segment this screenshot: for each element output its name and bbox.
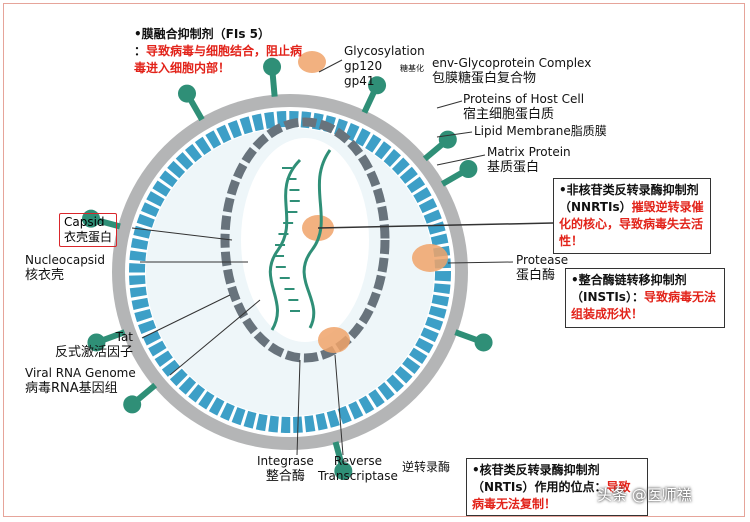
nrti-description: 导致病毒无法复制！ [472,480,631,511]
glycoprotein-spike-stalk [187,97,205,122]
viral-rna-label: Viral RNA Genome 病毒RNA基因组 [25,366,136,396]
capsid-interior [241,138,369,342]
insti-lead: •整合酶链转移抑制剂（INSTIs）： [571,273,687,304]
glycoprotein-spike-stalk [269,72,278,97]
gp120-label: gp120 [344,59,383,73]
glycoprotein-spike-stalk [361,89,378,114]
glycoprotein-spike-head [368,76,387,95]
nucleocapsid-label: Nucleocapsid 核衣壳 [25,253,106,283]
protease-label: Protease 蛋白酶 [516,253,569,283]
glycoprotein-spike-head [87,333,106,352]
nrti-box: •核苷类反转录酶抑制剂（NRTIs）作用的位点：导致病毒无法复制！ [466,458,648,516]
glycoprotein-spike-stalk [422,141,446,162]
capsid-shell [220,117,390,363]
capsid-label: Capsid 衣壳蛋白 [59,213,118,247]
integrase-label: Integrase 整合酶 [257,454,314,484]
gp41-label: gp41 [344,74,375,88]
glycoprotein-spike-head [123,395,142,414]
glycoprotein-spike-head [474,333,493,352]
rna-ticks [274,167,300,312]
glycosylation-label: Glycosylation [344,44,425,58]
host-proteins-label: Proteins of Host Cell 宿主细胞蛋白质 [463,92,585,122]
nnrti-box: •非核苷类反转录酶抑制剂（NNRTIs）摧毁逆转录催化的核心，导致病毒失去活性！ [553,178,711,254]
fis-description: 导致病毒与细胞结合，阻止病毒进入细胞内部！ [134,44,303,75]
glycoprotein-spike-head [178,84,196,103]
glycoprotein-spike-head [334,461,353,480]
glycoprotein-spike-stalk [134,382,158,403]
glycoprotein-spike-head [82,209,101,228]
glycoprotein-spike-stalk [101,329,126,344]
glycoprotein-spike-head [263,57,282,76]
glycosylation-zh-label: 糖基化 [400,64,424,73]
lipid-membrane-label: Lipid Membrane脂质膜 [474,124,607,138]
glycoprotein-spike-stalk [440,169,465,187]
nnrti-lead: •非核苷类反转录酶抑制剂（NNRTIs） [559,183,699,214]
glycoprotein-spike-head [459,160,478,178]
matrix-protein-label: Matrix Protein 基质蛋白 [487,145,571,175]
reverse-transcriptase-label: Reverse Transcriptase [318,454,398,483]
image-frame [3,3,745,517]
env-glycoprotein-spikes [82,57,493,480]
env-glycoprotein-label: env-Glycoprotein Complex 包膜糖蛋白复合物 [432,56,592,86]
protease-blob [412,244,448,272]
tat-label: Tat 反式激活因子 [55,330,134,360]
insti-description: 导致病毒无法组装成形状！ [571,290,716,321]
glycoprotein-spike-stalk [454,329,479,344]
fis-annotation: •膜融合抑制剂（FIs 5） ：导致病毒与细胞结合，阻止病毒进入细胞内部！ [134,26,304,77]
glycoprotein-spike-head [438,130,457,149]
matrix-protein-ring [129,111,451,433]
nrti-lead: •核苷类反转录酶抑制剂（NRTIs）作用的位点： [472,463,607,494]
watermark: 头条 @医师禚 [597,486,692,504]
leader-lines [131,59,554,456]
glycoprotein-spike-stalk [332,441,345,466]
nnrti-description: 摧毁逆转录催化的核心，导致病毒失去活性！ [559,200,704,248]
glycosylation-blob [298,51,326,73]
fis-colon: ： [134,44,147,58]
reverse-transcriptase-zh-label: 逆转录酶 [402,460,451,474]
reverse-transcriptase-blob [318,327,350,353]
viral-rna-genome [268,149,332,331]
fis-title: •膜融合抑制剂（FIs 5） [134,27,271,41]
insti-box: •整合酶链转移抑制剂（INSTIs）：导致病毒无法组装成形状！ [565,268,725,328]
